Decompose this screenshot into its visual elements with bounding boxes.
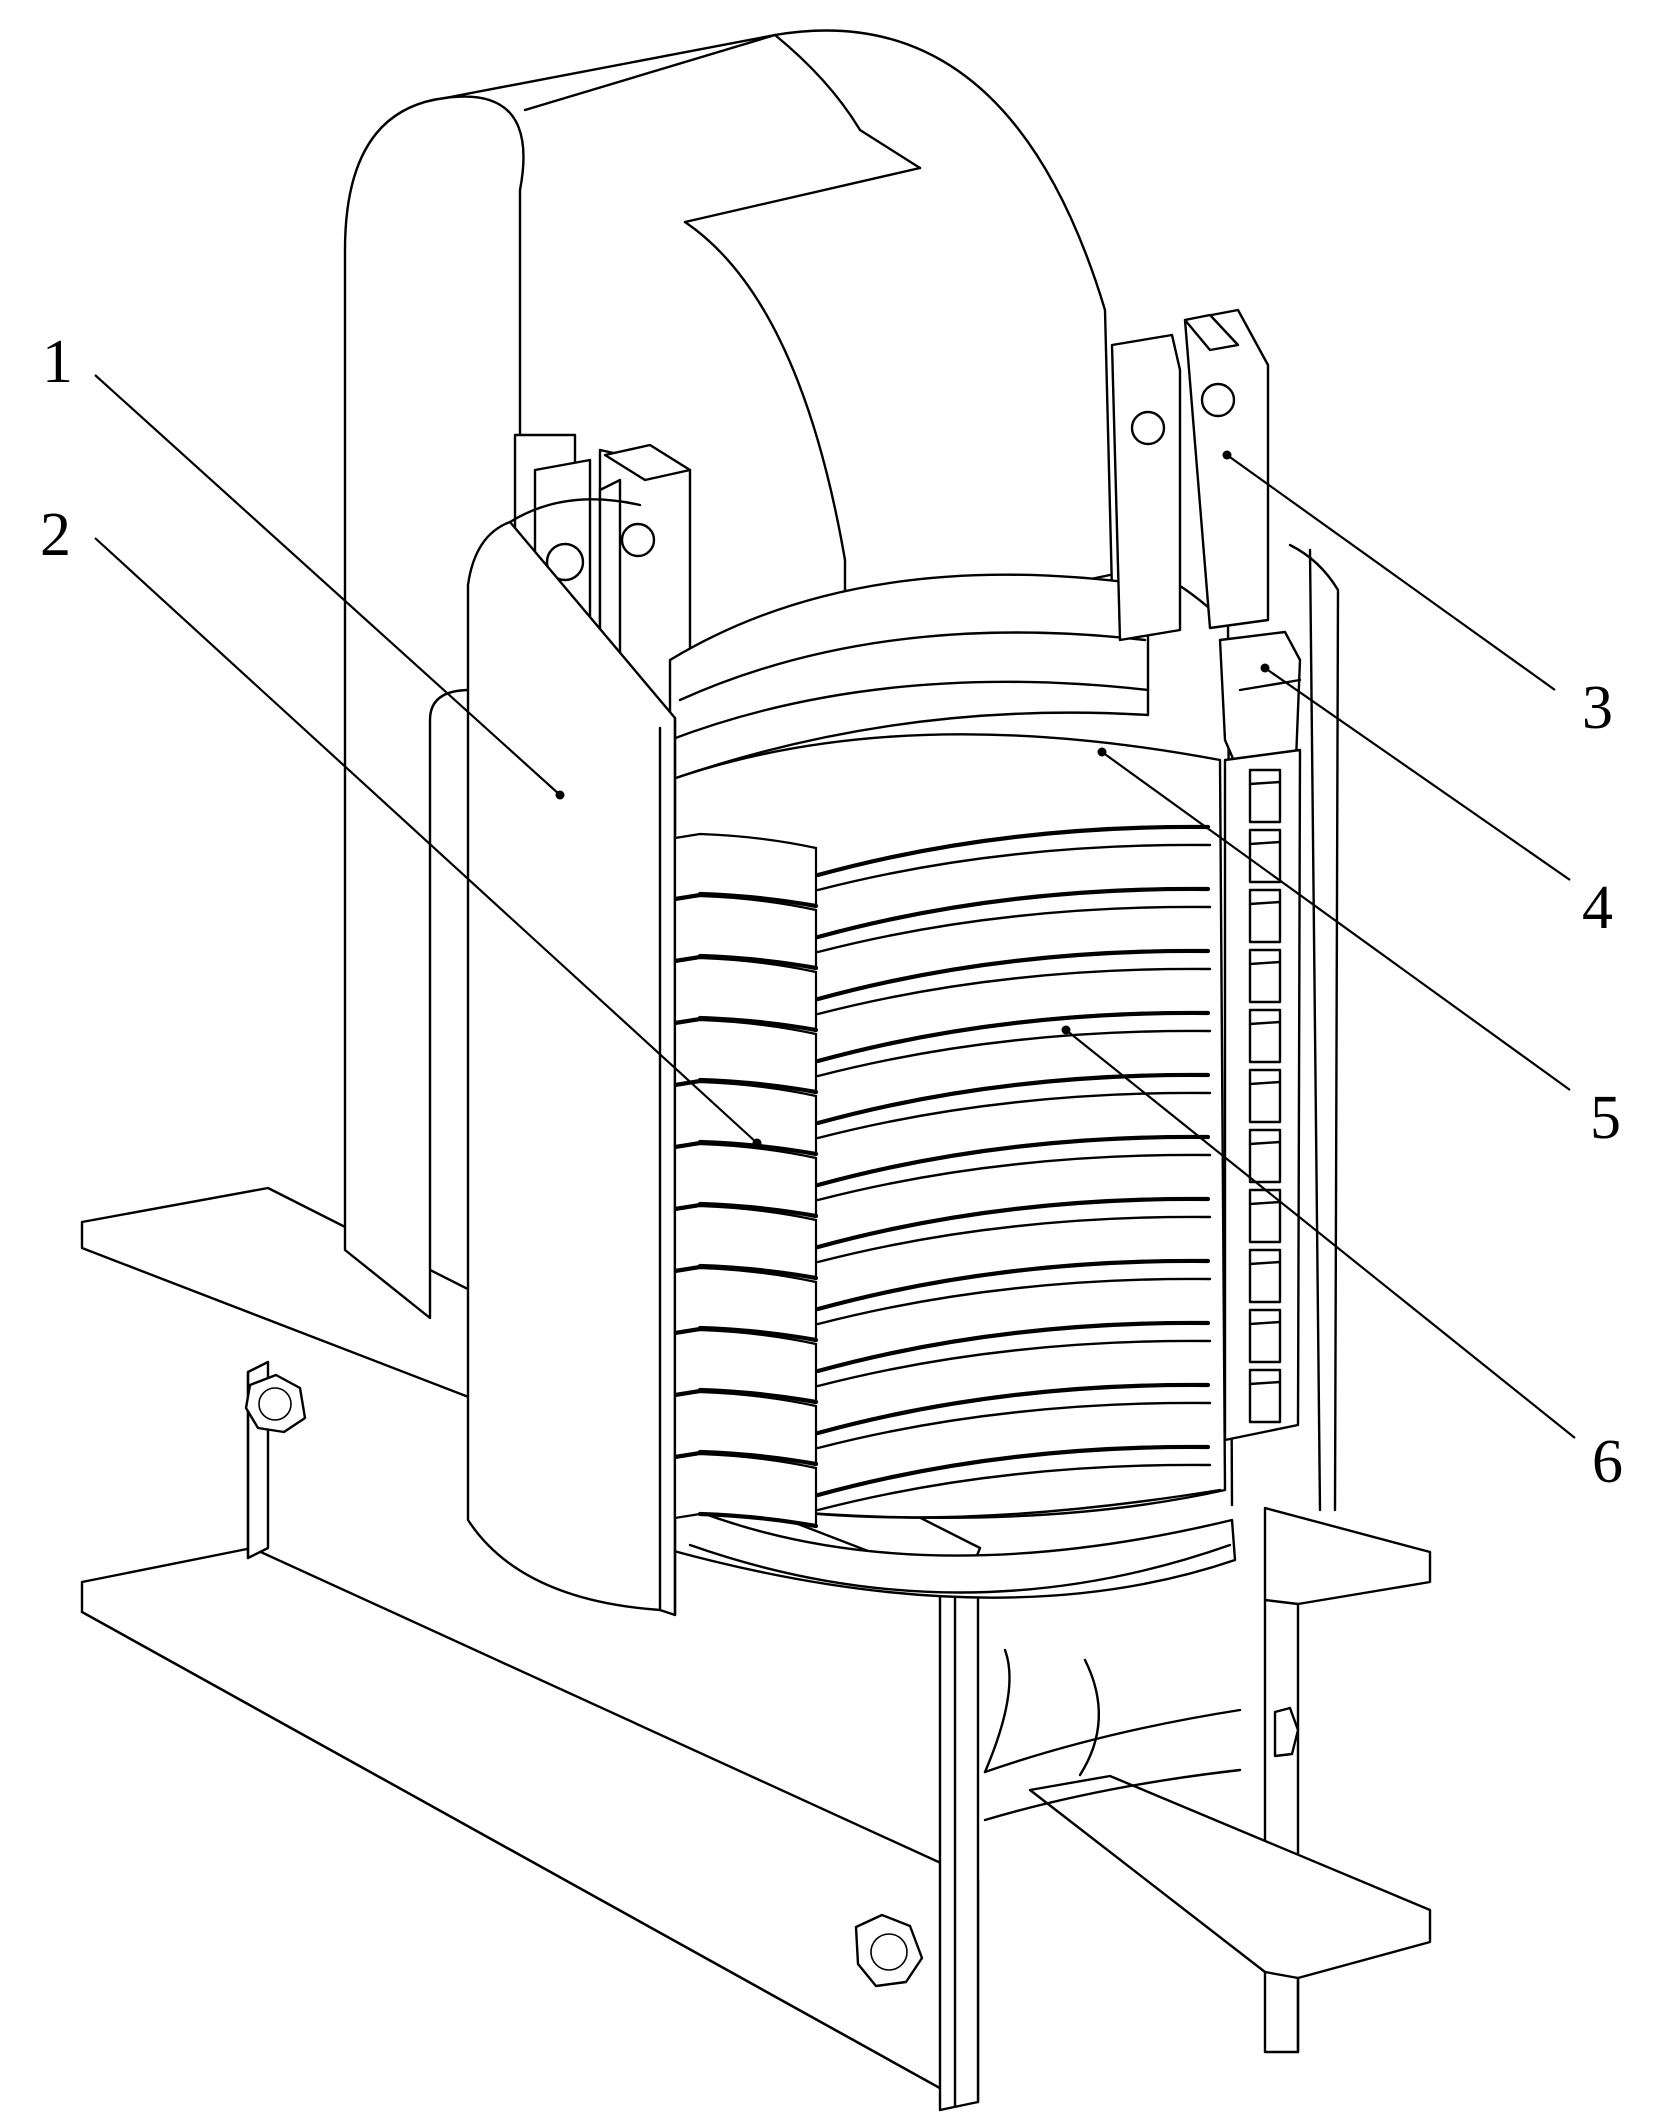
slot-block <box>1248 1128 1282 1184</box>
winding-turn-edge <box>816 967 1212 1016</box>
winding-turn-edge <box>816 1153 1212 1202</box>
support-strip <box>1218 630 1302 1442</box>
winding-turn <box>815 1258 1211 1312</box>
cooling-fin <box>673 1142 819 1219</box>
hex-bolt-icon <box>854 1913 924 1988</box>
winding-turn <box>815 1320 1211 1374</box>
cooling-fin <box>673 832 819 909</box>
slot-block <box>1248 768 1282 824</box>
cooling-fin <box>673 1390 819 1467</box>
winding-turn <box>815 1072 1211 1126</box>
leader-dot-2 <box>752 1138 762 1148</box>
slot-block <box>1248 1368 1282 1424</box>
winding-turn-edge <box>816 1215 1212 1264</box>
slot-block <box>1248 948 1282 1004</box>
leader-line-6 <box>1065 1029 1576 1439</box>
slot-column <box>1248 768 1282 1424</box>
callout-label-1: 1 <box>42 328 73 396</box>
winding-turn <box>815 886 1211 940</box>
winding-turn-edge <box>816 905 1212 954</box>
winding-turn-edge <box>816 1463 1212 1512</box>
winding-turn-edge <box>816 1091 1212 1140</box>
winding-turns <box>815 824 1212 1512</box>
winding-turn <box>815 1010 1211 1064</box>
cooling-fin <box>673 1204 819 1281</box>
slot-block <box>1248 1248 1282 1304</box>
winding-turn <box>815 824 1211 878</box>
slot-block <box>1248 1068 1282 1124</box>
cooling-fin <box>673 1080 819 1157</box>
callout-leaders <box>94 374 1576 1439</box>
slot-block <box>1248 828 1282 884</box>
cooling-fin <box>673 1266 819 1343</box>
leader-line-5 <box>1101 751 1571 1091</box>
winding-turn-edge <box>816 1029 1212 1078</box>
leader-dot-4 <box>1260 663 1270 673</box>
winding-turn <box>815 948 1211 1002</box>
leader-line-4 <box>1264 667 1571 881</box>
cooling-fin <box>673 1018 819 1095</box>
callout-label-6: 6 <box>1592 1428 1623 1496</box>
leader-dot-1 <box>555 790 565 800</box>
callout-labels: 1 2 3 4 5 6 <box>40 328 1623 1496</box>
leader-line-1 <box>94 374 561 796</box>
slot-block <box>1248 1008 1282 1064</box>
cooling-fin <box>673 1452 819 1529</box>
winding-turn-edge <box>816 1277 1212 1326</box>
right-terminal-pair <box>1110 308 1270 642</box>
cooling-fin <box>673 956 819 1033</box>
callout-label-5: 5 <box>1590 1084 1621 1152</box>
callout-label-4: 4 <box>1582 874 1613 942</box>
winding-turn <box>815 1444 1211 1498</box>
hex-bolt-icon <box>244 1373 307 1434</box>
slot-block <box>1248 1308 1282 1364</box>
winding-turn <box>815 1382 1211 1436</box>
leader-dot-5 <box>1097 747 1107 757</box>
winding-turn <box>815 1196 1211 1250</box>
callout-label-2: 2 <box>40 501 71 569</box>
winding-turn <box>815 1134 1211 1188</box>
leader-dot-3 <box>1222 450 1232 460</box>
cooling-fin-stack <box>673 832 819 1529</box>
slot-block <box>1248 888 1282 944</box>
leader-line-2 <box>94 537 758 1144</box>
leader-line-3 <box>1226 454 1556 691</box>
callout-label-3: 3 <box>1582 674 1613 742</box>
leader-dot-6 <box>1061 1025 1071 1035</box>
winding-turn-edge <box>816 1401 1212 1450</box>
cooling-fin <box>673 1328 819 1405</box>
hex-bolt-icon <box>1273 1706 1300 1758</box>
winding-turn-edge <box>816 1339 1212 1388</box>
winding-turn-edge <box>816 843 1212 892</box>
cooling-fin <box>673 894 819 971</box>
